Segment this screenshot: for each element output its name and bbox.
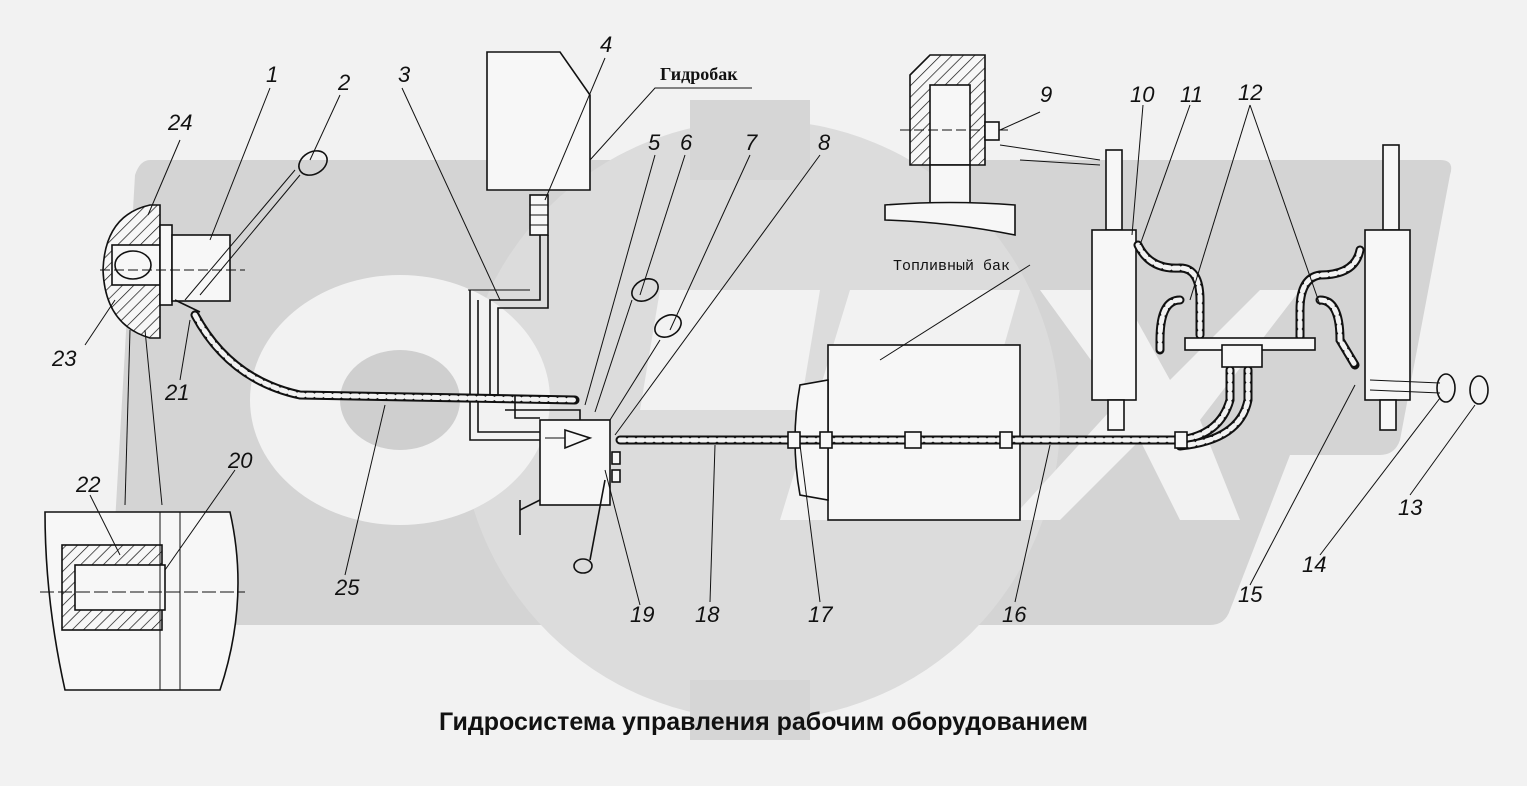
callout-11: 11 — [1180, 82, 1203, 107]
callout-21: 21 — [164, 380, 189, 405]
callout-18: 18 — [695, 602, 720, 627]
control-valve — [505, 395, 621, 574]
callout-13: 13 — [1398, 495, 1423, 520]
fuel-tank-label: Топливный бак — [893, 258, 1010, 275]
callout-numbers: 1 2 3 4 5 6 7 8 9 10 11 12 13 14 15 16 1… — [51, 32, 1423, 627]
callout-23: 23 — [51, 346, 77, 371]
hydro-tank-label: Гидробак — [660, 64, 738, 84]
callout-2: 2 — [337, 70, 350, 95]
o-ring-6 — [631, 278, 659, 302]
seal-13 — [1469, 375, 1489, 405]
callout-8: 8 — [818, 130, 831, 155]
callout-7: 7 — [745, 130, 758, 155]
callout-14: 14 — [1302, 552, 1326, 577]
bracket — [884, 54, 1016, 236]
callout-19: 19 — [630, 602, 654, 627]
callout-5: 5 — [648, 130, 661, 155]
callout-24: 24 — [167, 110, 192, 135]
leader-lines — [84, 57, 1476, 606]
callout-1: 1 — [266, 62, 278, 87]
callout-12: 12 — [1238, 80, 1262, 105]
callout-3: 3 — [398, 62, 411, 87]
o-ring-7 — [654, 314, 682, 338]
callout-9: 9 — [1040, 82, 1052, 107]
callout-22: 22 — [75, 472, 100, 497]
callout-10: 10 — [1130, 82, 1155, 107]
callout-16: 16 — [1002, 602, 1027, 627]
watermark — [108, 100, 1452, 740]
o-ring-2 — [298, 150, 328, 176]
cylinder-right — [1364, 144, 1411, 431]
callout-20: 20 — [227, 448, 253, 473]
detail-view — [40, 511, 245, 691]
seal-14 — [1436, 373, 1456, 403]
tee-fitting — [1184, 337, 1316, 368]
hydro-lines — [468, 235, 549, 441]
callout-17: 17 — [808, 602, 833, 627]
callout-6: 6 — [680, 130, 693, 155]
diagram-caption: Гидросистема управления рабочим оборудов… — [438, 708, 1089, 736]
callout-25: 25 — [334, 575, 360, 600]
callout-4: 4 — [600, 32, 612, 57]
cylinder-left — [1091, 149, 1137, 431]
callout-15: 15 — [1238, 582, 1263, 607]
